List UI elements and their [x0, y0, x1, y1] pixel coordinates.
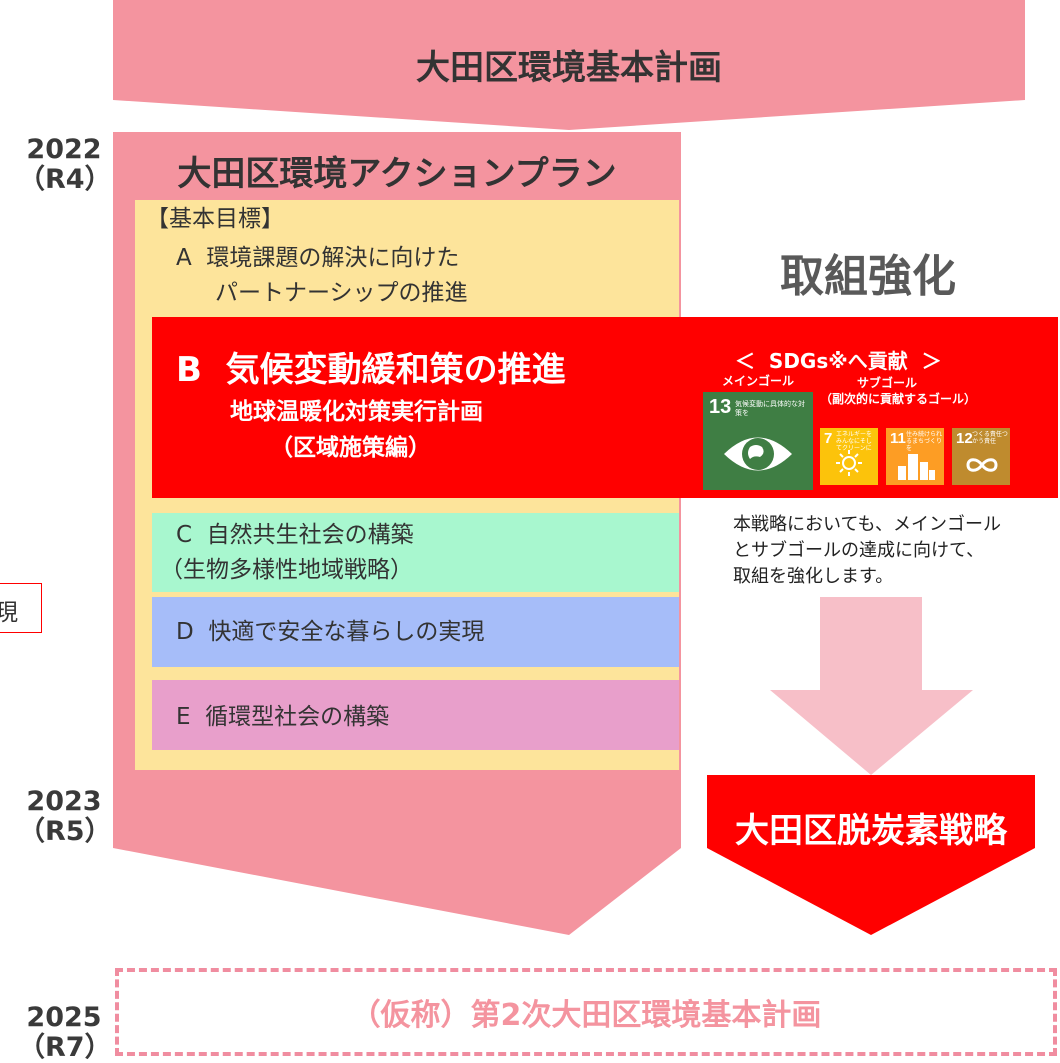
strengthen-arrow [770, 597, 973, 775]
infinity-icon [966, 458, 998, 472]
top-plan-arrow [113, 0, 1025, 130]
year-2025-era: （R7） [18, 1032, 112, 1063]
sdg-13-number: 13 [709, 396, 732, 418]
goal-c-line1: C 自然共生社会の構築 [176, 522, 414, 548]
goal-b-title: B 気候変動緩和策の推進 [176, 350, 566, 390]
sdg-7-caption: エネルギーをみんなにそしてクリーンに [836, 431, 873, 452]
year-2023-era: （R5） [18, 816, 112, 847]
goal-d-line1: D 快適で安全な暮らしの実現 [176, 619, 485, 645]
goal-e-line1: E 循環型社会の構築 [176, 704, 390, 730]
strengthen-label: 取組強化 [780, 251, 956, 302]
sun-icon [836, 450, 862, 476]
eye-globe-icon [724, 437, 792, 471]
goal-c-line2: （生物多様性地域戦略） [160, 557, 413, 583]
sdgs-sub-goal-note: （副次的に貢献するゴール） [820, 392, 977, 406]
strategy-arrow [707, 775, 1035, 935]
goal-a-line2: パートナーシップの推進 [215, 280, 468, 306]
goal-d-band [152, 597, 679, 667]
sdg-11-number: 11 [890, 430, 906, 447]
strategy-note: 本戦略においても、メインゴール とサブゴールの達成に向けて、 取組を強化します。 [733, 512, 1001, 590]
left-edge-fragment-text: 現 [0, 600, 18, 626]
goal-c-band [152, 513, 679, 592]
left-edge-fragment-box: 現 [0, 583, 42, 633]
sdg-7-number: 7 [824, 430, 833, 447]
sdg-12-consumption-icon: 12 つくる責任つかう責任 [952, 428, 1010, 485]
strategy-title: 大田区脱炭素戦略 [735, 811, 1007, 851]
sdgs-sub-goal-label: サブゴール [857, 376, 918, 390]
sdg-13-caption: 気候変動に具体的な対策を [735, 400, 805, 417]
city-buildings-icon [898, 454, 935, 480]
goal-e-band [152, 680, 679, 750]
sdg-13-climate-icon: 13 気候変動に具体的な対策を [703, 392, 813, 490]
sdgs-heading: ＜ SDGs※へ貢献 ＞ [735, 349, 942, 373]
sdg-12-caption: つくる責任つかう責任 [972, 431, 1008, 445]
sdg-12-number: 12 [956, 430, 973, 447]
year-2022: 2022 （R4） [18, 134, 112, 195]
sdg-7-energy-icon: 7 エネルギーをみんなにそしてクリーンに [820, 428, 878, 485]
strategy-note-line2: とサブゴールの達成に向けて、 [733, 540, 985, 561]
year-2025: 2025 （R7） [18, 1002, 112, 1063]
year-2025-number: 2025 [26, 1002, 102, 1033]
top-plan-title: 大田区環境基本計画 [416, 48, 722, 88]
sdg-11-cities-icon: 11 住み続けられるまちづくりを [886, 428, 944, 485]
goal-b-sub1: 地球温暖化対策実行計画 [230, 399, 483, 425]
year-2023-number: 2023 [26, 786, 102, 817]
year-2023: 2023 （R5） [18, 786, 112, 847]
strategy-note-line3: 取組を強化します。 [733, 566, 894, 587]
goals-header: 【基本目標】 [146, 206, 284, 232]
action-plan-title: 大田区環境アクションプラン [177, 154, 617, 194]
strategy-note-line1: 本戦略においても、メインゴール [733, 514, 1002, 535]
goal-a-line1: A 環境課題の解決に向けた [176, 245, 460, 271]
next-plan-title: （仮称）第2次大田区環境基本計画 [350, 998, 822, 1033]
year-2022-number: 2022 [26, 134, 102, 165]
next-plan-box: （仮称）第2次大田区環境基本計画 [115, 968, 1057, 1056]
year-2022-era: （R4） [18, 164, 112, 195]
sdg-11-caption: 住み続けられるまちづくりを [906, 431, 943, 452]
sdgs-main-goal-label: メインゴール [722, 374, 795, 388]
goal-b-sub2: （区域施策編） [270, 435, 431, 461]
